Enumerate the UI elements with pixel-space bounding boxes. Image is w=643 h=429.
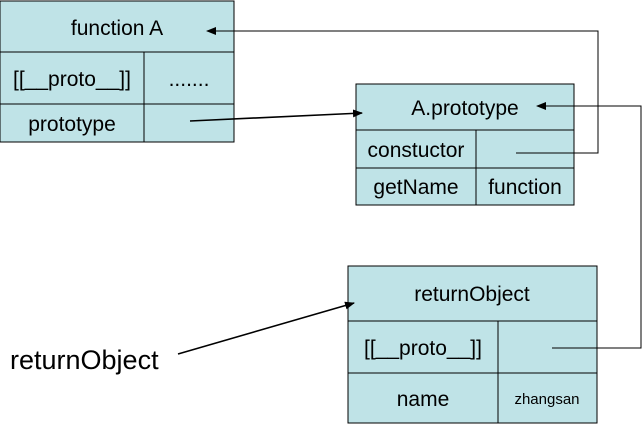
function-a-proto-value: ....... [169, 68, 210, 91]
variable-to-return-object-arrow [177, 301, 355, 355]
function-a-proto-label: [[__proto__]] [13, 68, 131, 91]
return-object-name-value: zhangsan [514, 391, 579, 408]
proto-to-a-prototype-arrow [536, 102, 642, 349]
return-object-name-label-cell [347, 372, 499, 424]
prototype-to-a-prototype-arrow [189, 109, 363, 122]
return-object-proto-value-cell [497, 320, 598, 374]
function-a-title: function A [71, 17, 163, 40]
return-object-title: returnObject [414, 283, 530, 306]
a-prototype-constructor-label-cell [355, 129, 477, 169]
a-prototype-box: A.prototype constuctor getName function [355, 83, 575, 206]
a-prototype-getname-value: function [488, 176, 562, 199]
a-prototype-getname-label: getName [373, 176, 458, 199]
return-object-name-value-cell [497, 372, 598, 424]
a-prototype-getname-value-cell [475, 167, 575, 206]
function-a-proto-label-cell [0, 51, 145, 105]
a-prototype-title: A.prototype [411, 97, 518, 120]
function-a-prototype-label-cell [0, 103, 145, 143]
return-object-proto-label-cell [347, 320, 499, 374]
return-object-box: returnObject [[__proto__]] name zhangsan [347, 265, 598, 424]
function-a-box: function A [[__proto__]] ....... prototy… [0, 0, 235, 143]
return-object-title-cell [347, 265, 598, 322]
return-object-name-label: name [397, 388, 450, 411]
constructor-to-function-a-arrow [206, 27, 599, 154]
return-object-proto-label: [[__proto__]] [364, 337, 482, 360]
a-prototype-constructor-value-cell [475, 129, 575, 169]
function-a-prototype-label: prototype [28, 113, 116, 136]
return-object-variable-label: returnObject [10, 345, 159, 375]
function-a-prototype-value-cell [143, 103, 235, 143]
a-prototype-getname-label-cell [355, 167, 477, 206]
function-a-proto-value-cell [143, 51, 235, 105]
function-a-title-cell [0, 0, 235, 53]
a-prototype-constructor-label: constuctor [368, 139, 465, 162]
